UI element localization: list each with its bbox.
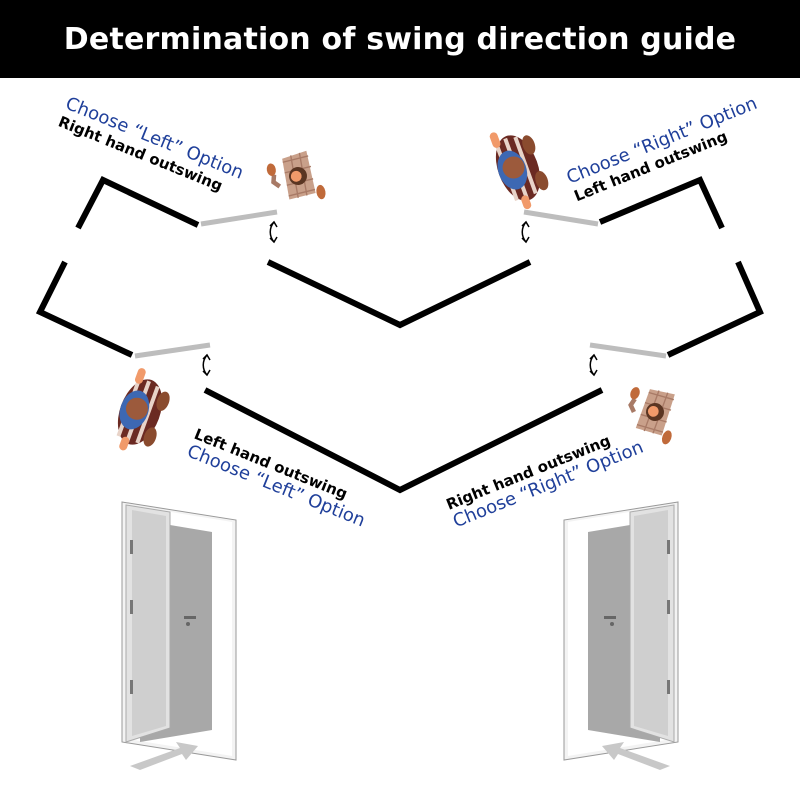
bottom-right-door-leaf xyxy=(589,342,667,359)
bottom-room-walls xyxy=(35,260,764,494)
floor-arrow-icon xyxy=(130,742,198,770)
bottom-left-door-leaf xyxy=(134,342,211,359)
floor-arrow-icon xyxy=(602,742,670,770)
person-topdown-icon xyxy=(265,149,327,208)
door-3d-icon xyxy=(563,501,679,761)
top-right-door-leaf xyxy=(523,209,599,227)
swing-arrow-icon xyxy=(521,221,530,243)
swing-arrow-icon xyxy=(269,221,278,243)
person-topdown-icon xyxy=(104,363,179,462)
top-room-walls xyxy=(75,176,725,329)
top-left-door-leaf xyxy=(200,209,278,227)
header-bar: Determination of swing direction guide xyxy=(0,0,800,78)
door-3d-icon xyxy=(121,501,237,761)
swing-arrow-icon xyxy=(589,354,598,376)
page-title: Determination of swing direction guide xyxy=(63,21,737,57)
person-topdown-icon xyxy=(482,118,557,217)
swing-arrow-icon xyxy=(202,354,211,376)
